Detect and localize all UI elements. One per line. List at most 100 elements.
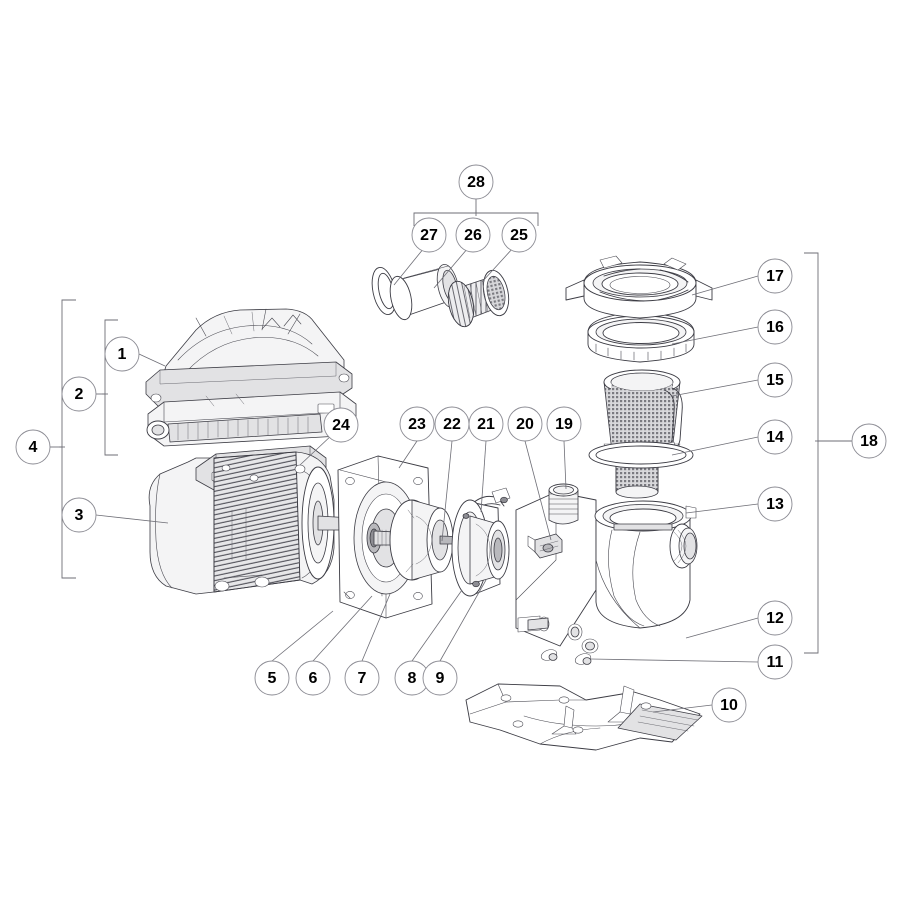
leader-line-19 [563, 440, 567, 490]
leader-line-16 [671, 326, 759, 345]
bracket-motor-group [50, 299, 76, 579]
leader-line-12 [685, 617, 759, 639]
leader-line-26 [433, 247, 469, 289]
callout-label-5: 5 [268, 670, 277, 687]
part-mounting-base [465, 683, 703, 751]
callout-26[interactable]: 26 [455, 217, 491, 253]
callout-circle-5 [254, 660, 290, 696]
callout-17[interactable]: 17 [757, 258, 793, 294]
callout-1[interactable]: 1 [104, 336, 140, 372]
leader-line-21 [480, 440, 487, 513]
callout-12[interactable]: 12 [757, 600, 793, 636]
callout-circle-7 [344, 660, 380, 696]
leader-line-14 [671, 436, 759, 456]
part-diffuser [451, 487, 511, 597]
callout-label-8: 8 [408, 670, 417, 687]
callout-circle-3 [61, 497, 97, 533]
callout-25[interactable]: 25 [501, 217, 537, 253]
callout-9[interactable]: 9 [422, 660, 458, 696]
callout-label-25: 25 [510, 227, 528, 244]
leader-line-25 [481, 247, 514, 283]
callout-11[interactable]: 11 [757, 644, 793, 680]
callout-27[interactable]: 27 [411, 217, 447, 253]
callout-circle-2 [61, 376, 97, 412]
callout-circle-1 [104, 336, 140, 372]
callout-20[interactable]: 20 [507, 406, 543, 442]
callout-circle-15 [757, 362, 793, 398]
leader-line-10 [652, 704, 713, 713]
callout-circle-17 [757, 258, 793, 294]
callout-7[interactable]: 7 [344, 660, 380, 696]
callout-6[interactable]: 6 [295, 660, 331, 696]
callout-16[interactable]: 16 [757, 309, 793, 345]
callout-label-23: 23 [408, 416, 426, 433]
part-pressure-relief-valve [527, 533, 563, 559]
callout-label-18: 18 [860, 433, 878, 450]
callout-18[interactable]: 18 [851, 423, 887, 459]
part-impeller [389, 499, 471, 581]
callout-28[interactable]: 28 [458, 164, 494, 200]
leader-line-5 [271, 610, 334, 662]
callout-label-7: 7 [358, 670, 367, 687]
callout-circle-4 [15, 429, 51, 465]
callout-22[interactable]: 22 [434, 406, 470, 442]
callout-label-17: 17 [766, 268, 784, 285]
callout-19[interactable]: 19 [546, 406, 582, 442]
part-lid-lock-ring [565, 255, 713, 319]
callout-label-19: 19 [555, 416, 573, 433]
part-lid-o-ring [588, 441, 694, 469]
leader-line-group [95, 247, 759, 713]
callout-14[interactable]: 14 [757, 419, 793, 455]
callout-circle-11 [757, 644, 793, 680]
callout-13[interactable]: 13 [757, 486, 793, 522]
part-drive-base-plate [146, 391, 357, 447]
callout-label-13: 13 [766, 496, 784, 513]
leader-line-15 [671, 379, 759, 397]
callout-label-24: 24 [332, 417, 350, 434]
leader-line-3 [95, 514, 169, 524]
callout-10[interactable]: 10 [711, 687, 747, 723]
callout-label-27: 27 [420, 227, 438, 244]
callout-label-10: 10 [720, 697, 738, 714]
callout-label-4: 4 [29, 439, 38, 456]
callout-circle-19 [546, 406, 582, 442]
leader-line-6 [312, 595, 373, 662]
leader-line-27 [393, 247, 425, 286]
callout-label-3: 3 [75, 507, 84, 524]
bracket-union-assembly [413, 199, 539, 226]
callout-3[interactable]: 3 [61, 497, 97, 533]
callout-label-6: 6 [309, 670, 318, 687]
callout-circle-16 [757, 309, 793, 345]
part-motor [148, 445, 356, 595]
callout-21[interactable]: 21 [468, 406, 504, 442]
callout-circle-23 [399, 406, 435, 442]
leader-line-1 [138, 353, 166, 367]
callout-label-22: 22 [443, 416, 461, 433]
leader-line-9 [439, 579, 487, 662]
callout-2[interactable]: 2 [61, 376, 97, 412]
callout-circle-24 [323, 407, 359, 443]
callout-circle-10 [711, 687, 747, 723]
callout-label-11: 11 [767, 654, 784, 671]
callout-15[interactable]: 15 [757, 362, 793, 398]
leader-line-20 [524, 440, 552, 541]
leader-line-23 [398, 440, 418, 469]
callout-circle-25 [501, 217, 537, 253]
callout-label-28: 28 [467, 174, 485, 191]
callout-23[interactable]: 23 [399, 406, 435, 442]
callout-4[interactable]: 4 [15, 429, 51, 465]
callout-label-21: 21 [477, 416, 495, 433]
leader-line-11 [590, 658, 759, 663]
part-strainer-lid [587, 311, 695, 363]
callout-24[interactable]: 24 [323, 407, 359, 443]
callout-5[interactable]: 5 [254, 660, 290, 696]
callout-circle-27 [411, 217, 447, 253]
leader-line-22 [441, 440, 453, 542]
part-strainer-pot-housing [515, 483, 698, 665]
leader-line-13 [685, 503, 759, 514]
bracket-group [50, 199, 852, 654]
callout-label-26: 26 [464, 227, 482, 244]
